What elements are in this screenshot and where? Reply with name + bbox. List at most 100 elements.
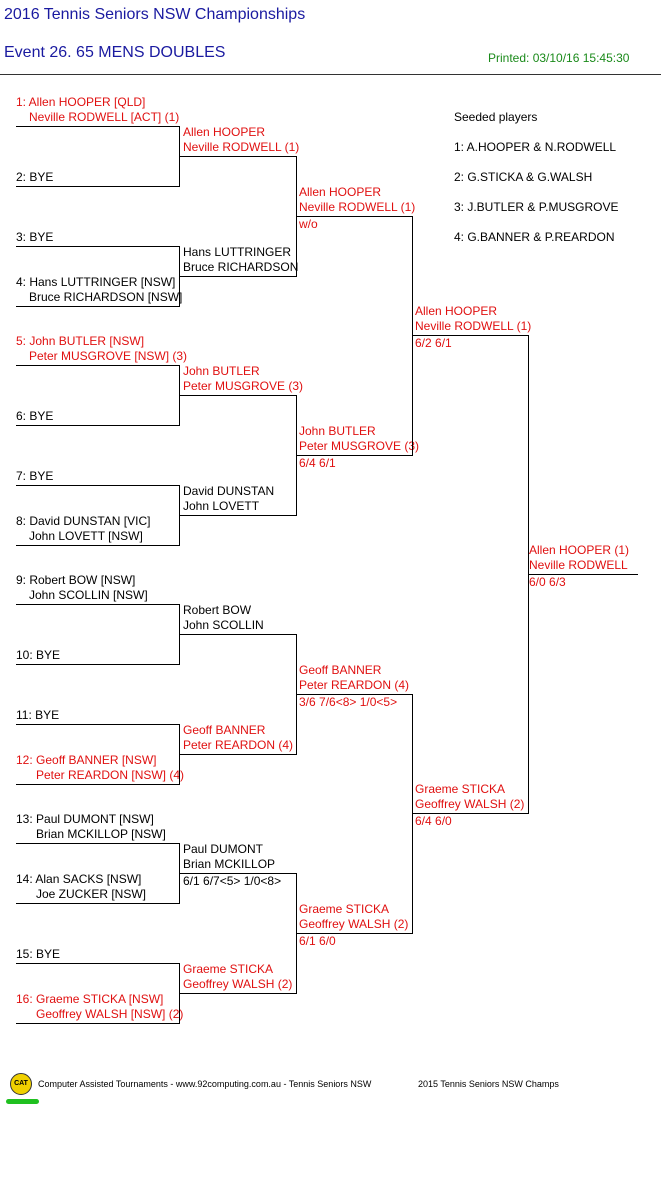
bracket-line <box>16 963 179 964</box>
match-score: 3/6 7/6<8> 1/0<5> <box>299 695 398 709</box>
bracket-line <box>16 485 179 486</box>
entrant-line-1: 11: BYE <box>16 708 60 722</box>
bracket-line <box>180 276 296 277</box>
winner-line-2: Peter MUSGROVE (3) <box>299 439 420 453</box>
printed-timestamp: Printed: 03/10/16 15:45:30 <box>488 51 630 65</box>
winner-line-2: John SCOLLIN <box>183 618 264 632</box>
seeded-title: Seeded players <box>454 110 538 124</box>
entrant-line-1: 4: Hans LUTTRINGER [NSW] <box>16 275 176 289</box>
winner-line-2: Bruce RICHARDSON <box>183 260 299 274</box>
winner-line-1: Hans LUTTRINGER <box>183 245 292 259</box>
bracket-line <box>296 933 412 934</box>
winner-line-1: John BUTLER <box>299 424 376 438</box>
bracket-line <box>180 993 296 994</box>
bracket-line <box>16 545 179 546</box>
bracket-connector <box>179 126 180 187</box>
bracket-connector <box>412 694 413 934</box>
winner-line-2: Neville RODWELL (1) <box>299 200 416 214</box>
bracket-line <box>16 306 179 307</box>
seeded-item: 2: G.STICKA & G.WALSH <box>454 170 593 184</box>
bracket-line <box>180 634 296 635</box>
entrant-line-1: 2: BYE <box>16 170 54 184</box>
bracket-line <box>180 395 296 396</box>
cat-logo-icon: CAT <box>10 1073 32 1095</box>
entrant-line-1: 6: BYE <box>16 409 54 423</box>
bracket-line <box>296 694 412 695</box>
entrant-line-1: 15: BYE <box>16 947 61 961</box>
bracket-line <box>180 156 296 157</box>
header-divider <box>0 74 661 75</box>
entrant-line-2: Brian MCKILLOP [NSW] <box>36 827 166 841</box>
winner-line-2: Neville RODWELL (1) <box>183 140 300 154</box>
logo-underline <box>6 1099 39 1104</box>
entrant-line-2: Joe ZUCKER [NSW] <box>36 887 147 901</box>
winner-line-2: Geoffrey WALSH (2) <box>183 977 293 991</box>
winner-line-2: Peter MUSGROVE (3) <box>183 379 304 393</box>
footer-champs: 2015 Tennis Seniors NSW Champs <box>418 1079 559 1089</box>
winner-line-1: Robert BOW <box>183 603 252 617</box>
entrant-line-2: Geoffrey WALSH [NSW] (2) <box>36 1007 184 1021</box>
winner-line-1: Geoff BANNER <box>299 663 382 677</box>
bracket-line <box>16 903 179 904</box>
winner-line-2: Neville RODWELL <box>529 558 628 572</box>
entrant-line-1: 5: John BUTLER [NSW] <box>16 334 145 348</box>
bracket-line <box>296 455 412 456</box>
seeded-item: 4: G.BANNER & P.REARDON <box>454 230 615 244</box>
entrant-line-2: Bruce RICHARDSON [NSW] <box>29 290 183 304</box>
event-title: Event 26. 65 MENS DOUBLES <box>4 44 226 61</box>
winner-line-1: Allen HOOPER <box>299 185 382 199</box>
bracket-connector <box>179 365 180 426</box>
entrant-line-2: Peter MUSGROVE [NSW] (3) <box>29 349 188 363</box>
match-score: 6/1 6/7<5> 1/0<8> <box>183 874 282 888</box>
bracket-connector <box>412 216 413 456</box>
bracket-line <box>180 515 296 516</box>
bracket-line <box>16 724 179 725</box>
bracket-connector <box>179 724 180 785</box>
bracket-line <box>16 1023 179 1024</box>
bracket-line <box>180 873 296 874</box>
match-score: 6/0 6/3 <box>529 575 566 589</box>
winner-line-1: Graeme STICKA <box>415 782 506 796</box>
winner-line-1: Graeme STICKA <box>299 902 390 916</box>
entrant-line-1: 10: BYE <box>16 648 61 662</box>
bracket-line <box>180 754 296 755</box>
bracket-line <box>16 126 179 127</box>
bracket-line <box>16 365 179 366</box>
winner-line-1: Paul DUMONT <box>183 842 264 856</box>
bracket-line <box>296 216 412 217</box>
entrant-line-1: 14: Alan SACKS [NSW] <box>16 872 142 886</box>
winner-line-2: Brian MCKILLOP <box>183 857 276 871</box>
bracket-line <box>16 664 179 665</box>
bracket-line <box>16 784 179 785</box>
bracket-connector <box>179 604 180 665</box>
winner-line-2: Peter REARDON (4) <box>183 738 294 752</box>
entrant-line-1: 1: Allen HOOPER [QLD] <box>16 95 146 109</box>
bracket-line <box>412 335 528 336</box>
winner-line-1: Allen HOOPER (1) <box>529 543 630 557</box>
bracket-connector <box>179 843 180 904</box>
entrant-line-1: 16: Graeme STICKA [NSW] <box>16 992 164 1006</box>
winner-line-1: Allen HOOPER <box>415 304 498 318</box>
winner-line-2: Peter REARDON (4) <box>299 678 410 692</box>
entrant-line-1: 13: Paul DUMONT [NSW] <box>16 812 154 826</box>
bracket-line <box>16 604 179 605</box>
match-score: w/o <box>299 217 318 231</box>
winner-line-1: Graeme STICKA <box>183 962 274 976</box>
bracket-line <box>412 813 528 814</box>
page-title: 2016 Tennis Seniors NSW Championships <box>4 6 306 23</box>
bracket-connector <box>179 246 180 307</box>
entrant-line-1: 7: BYE <box>16 469 54 483</box>
bracket-connector <box>179 963 180 1024</box>
winner-line-2: Neville RODWELL (1) <box>415 319 532 333</box>
winner-line-2: Geoffrey WALSH (2) <box>415 797 525 811</box>
match-score: 6/4 6/1 <box>299 456 336 470</box>
winner-line-1: John BUTLER <box>183 364 260 378</box>
match-score: 6/1 6/0 <box>299 934 336 948</box>
entrant-line-1: 8: David DUNSTAN [VIC] <box>16 514 151 528</box>
match-score: 6/4 6/0 <box>415 814 452 828</box>
seeded-item: 3: J.BUTLER & P.MUSGROVE <box>454 200 619 214</box>
bracket-line <box>16 425 179 426</box>
entrant-line-2: Neville RODWELL [ACT] (1) <box>29 110 180 124</box>
entrant-line-2: John SCOLLIN [NSW] <box>29 588 148 602</box>
winner-line-1: Geoff BANNER <box>183 723 266 737</box>
